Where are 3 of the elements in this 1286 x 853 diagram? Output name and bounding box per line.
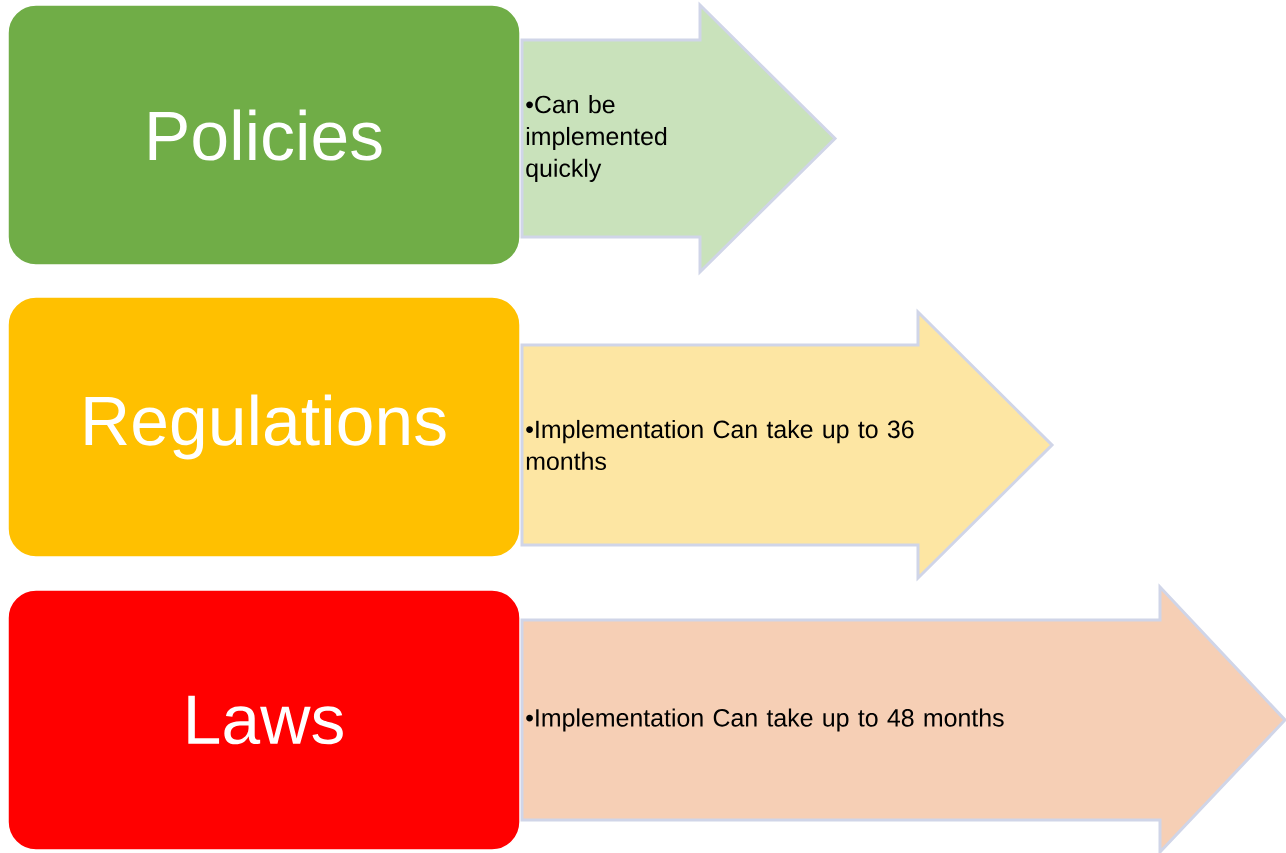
- rounded-box: Laws: [7, 589, 521, 851]
- rounded-box: Regulations: [7, 296, 521, 558]
- rounded-box: Policies: [7, 4, 521, 266]
